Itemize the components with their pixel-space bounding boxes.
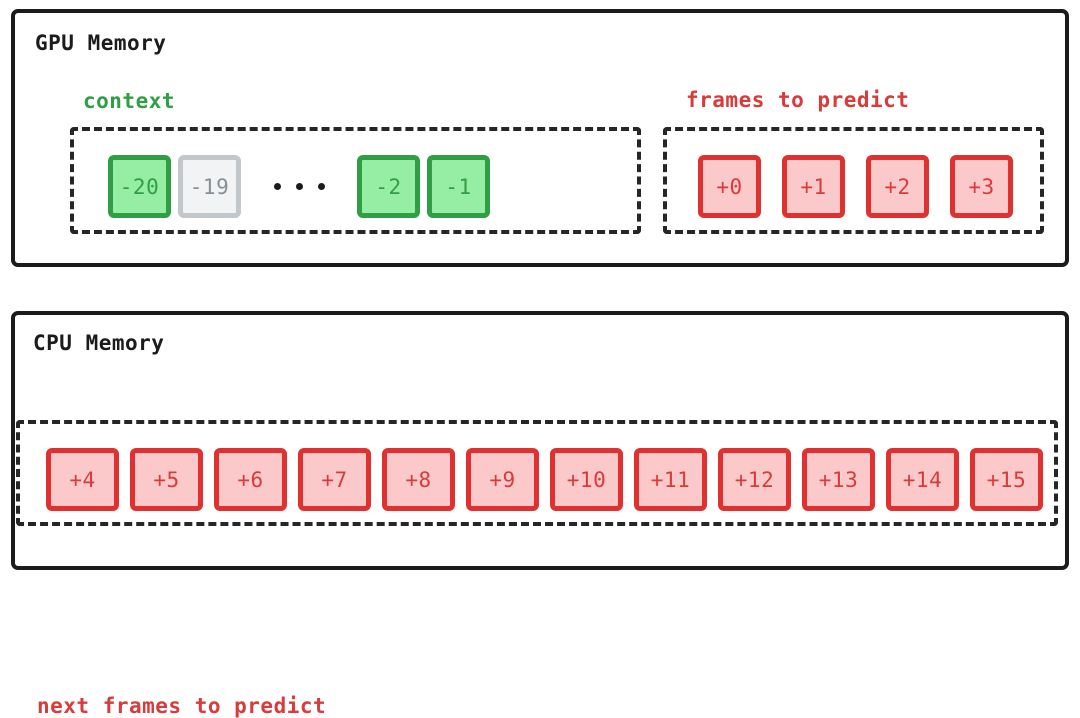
frame-cell[interactable]: +1: [782, 155, 845, 218]
next-frames-row: +4 +5 +6 +7 +8 +9 +10 +11 +12 +13 +14 +1…: [46, 448, 1043, 511]
next-frames-group-box: [16, 420, 1058, 526]
frame-cell[interactable]: +0: [698, 155, 761, 218]
ellipsis-dot: [317, 183, 325, 190]
frame-cell[interactable]: -1: [427, 155, 490, 218]
ellipsis-icon: [241, 183, 357, 190]
ellipsis-dot: [273, 183, 281, 190]
frame-cell[interactable]: +4: [46, 448, 119, 511]
frame-cell[interactable]: -2: [357, 155, 420, 218]
gpu-memory-title: GPU Memory: [35, 31, 167, 55]
context-frame-row: -20 -19 -2 -1: [108, 155, 490, 218]
frame-cell[interactable]: +10: [550, 448, 623, 511]
context-group-label: context: [83, 89, 176, 113]
frame-cell[interactable]: +13: [802, 448, 875, 511]
frame-cell[interactable]: -19: [178, 155, 241, 218]
gpu-memory-panel: GPU Memory context frames to predict -20…: [11, 9, 1069, 267]
frame-cell[interactable]: +6: [214, 448, 287, 511]
frames-to-predict-group-label: frames to predict: [686, 88, 910, 112]
frame-cell[interactable]: +9: [466, 448, 539, 511]
ellipsis-dot: [295, 183, 303, 190]
frame-cell[interactable]: -20: [108, 155, 171, 218]
frame-cell[interactable]: +11: [634, 448, 707, 511]
diagram-canvas: GPU Memory context frames to predict -20…: [11, 9, 1069, 718]
frame-cell[interactable]: +5: [130, 448, 203, 511]
frames-to-predict-group-box: [663, 127, 1044, 234]
context-group-box: [70, 127, 641, 234]
frame-cell[interactable]: +12: [718, 448, 791, 511]
frame-cell[interactable]: +8: [382, 448, 455, 511]
frame-cell[interactable]: +2: [866, 155, 929, 218]
frame-cell[interactable]: +14: [886, 448, 959, 511]
predict-frame-row: +0 +1 +2 +3: [698, 155, 1013, 218]
frame-cell[interactable]: +3: [950, 155, 1013, 218]
next-frames-group-label: next frames to predict: [37, 694, 327, 718]
frame-cell[interactable]: +15: [970, 448, 1043, 511]
frame-cell[interactable]: +7: [298, 448, 371, 511]
cpu-memory-title: CPU Memory: [33, 331, 165, 355]
